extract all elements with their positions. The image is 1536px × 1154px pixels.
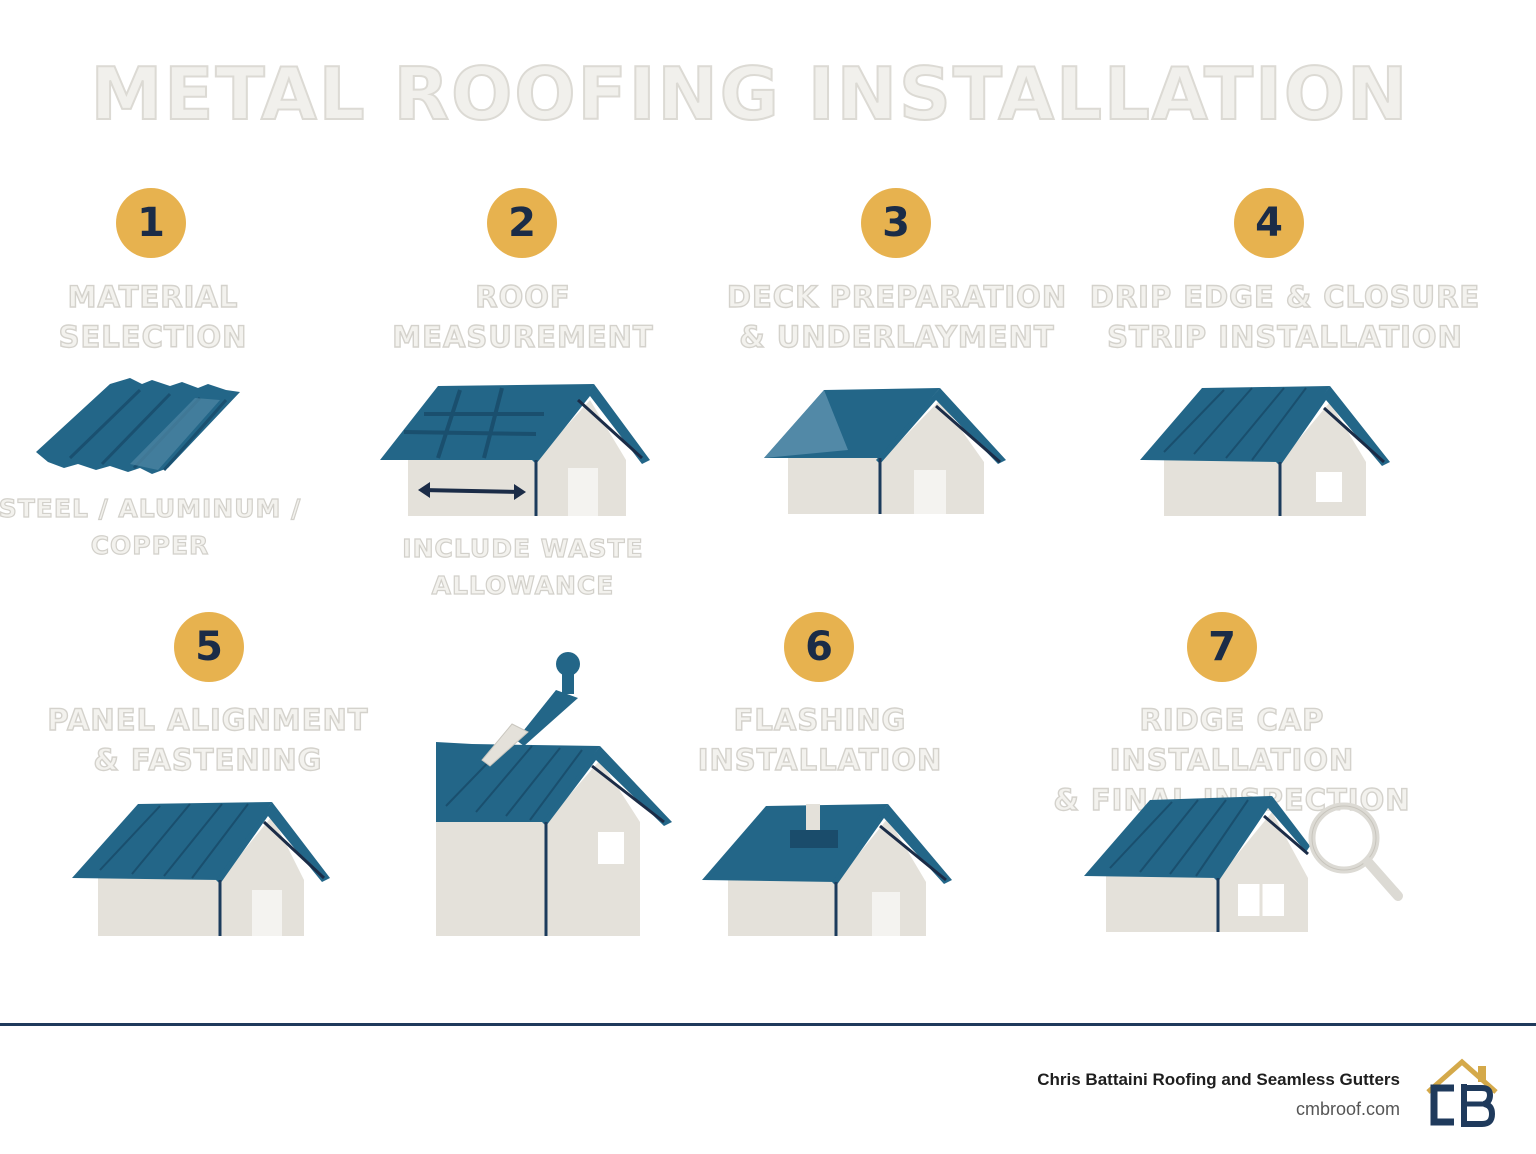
house-flashing-illustration: [702, 804, 952, 936]
step-3-label-line1: DECK PREPARATION: [726, 279, 1068, 314]
step-6-badge: 6: [784, 612, 854, 682]
step-5-label-line2: & FASTENING: [93, 742, 323, 777]
magnifying-glass-icon: [1308, 802, 1403, 901]
step-2-note-line1: INCLUDE WASTE: [402, 533, 644, 563]
step-5-label-line1: PANEL ALIGNMENT: [47, 702, 369, 737]
company-name: Chris Battaini Roofing and Seamless Gutt…: [1037, 1070, 1400, 1089]
step-1-label-line2: SELECTION: [58, 319, 248, 354]
step-1-note: STEEL / ALUMINUM / COPPER: [0, 490, 330, 564]
step-5-badge: 5: [174, 612, 244, 682]
step-1-badge: 1: [116, 188, 186, 258]
cb-house-logo-icon: [1426, 1058, 1498, 1127]
step-1-note-line1: STEEL / ALUMINUM /: [0, 493, 302, 523]
house-ridge-cap-illustration: [1084, 796, 1310, 932]
step-6-label-line2: INSTALLATION: [697, 742, 943, 777]
step-2-label-line2: MEASUREMENT: [392, 319, 654, 354]
step-3-label: DECK PREPARATION & UNDERLAYMENT: [687, 277, 1107, 357]
house-drip-edge-illustration: [1140, 386, 1390, 516]
step-4-badge: 4: [1234, 188, 1304, 258]
house-underlayment-illustration: [764, 388, 1006, 514]
step-2-label: ROOF MEASUREMENT: [313, 277, 733, 357]
step-7-label-line1: RIDGE CAP INSTALLATION: [1109, 702, 1355, 777]
step-2-label-line1: ROOF: [475, 279, 571, 314]
step-6-label: FLASHING INSTALLATION: [610, 700, 1030, 780]
step-3-label-line2: & UNDERLAYMENT: [739, 319, 1055, 354]
footer-divider: [0, 1023, 1536, 1026]
step-2-note-line2: ALLOWANCE: [431, 570, 615, 600]
step-7-badge: 7: [1187, 612, 1257, 682]
house-measurement-illustration: [380, 384, 650, 516]
metal-panel-icon: [36, 378, 240, 474]
house-fastening-tool-illustration: [436, 652, 672, 936]
page-title: METAL ROOFING INSTALLATION: [90, 51, 1410, 137]
house-panel-fastening-illustration: [72, 802, 330, 936]
company-website: cmbroof.com: [1295, 1099, 1400, 1119]
step-4-label: DRIP EDGE & CLOSURE STRIP INSTALLATION: [1075, 277, 1495, 357]
step-5-label: PANEL ALIGNMENT & FASTENING: [0, 700, 418, 780]
step-3-badge: 3: [861, 188, 931, 258]
step-1-note-line2: COPPER: [90, 530, 210, 560]
step-4-label-line1: DRIP EDGE & CLOSURE: [1089, 279, 1481, 314]
step-4-label-line2: STRIP INSTALLATION: [1106, 319, 1463, 354]
step-6-label-line1: FLASHING: [733, 702, 907, 737]
step-1-label: MATERIAL SELECTION: [0, 277, 363, 357]
step-2-note: INCLUDE WASTE ALLOWANCE: [343, 530, 703, 604]
step-2-badge: 2: [487, 188, 557, 258]
step-1-label-line1: MATERIAL: [67, 279, 239, 314]
